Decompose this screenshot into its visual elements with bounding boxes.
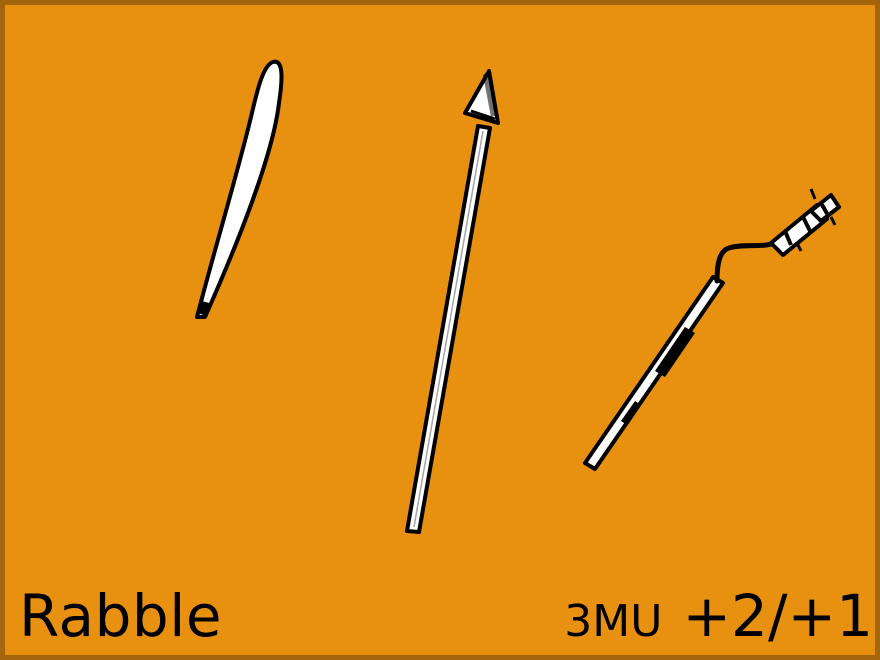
unit-name: Rabble [19,582,222,650]
knife-icon [195,59,284,319]
weapons-illustration [195,59,841,534]
unit-cost: 3MU [564,596,663,647]
spear-icon [405,69,500,534]
pitchfork-icon [583,188,841,471]
combat-modifier: +2/+1 [682,582,873,650]
unit-stats: 3MU+2/+1 [564,587,873,645]
